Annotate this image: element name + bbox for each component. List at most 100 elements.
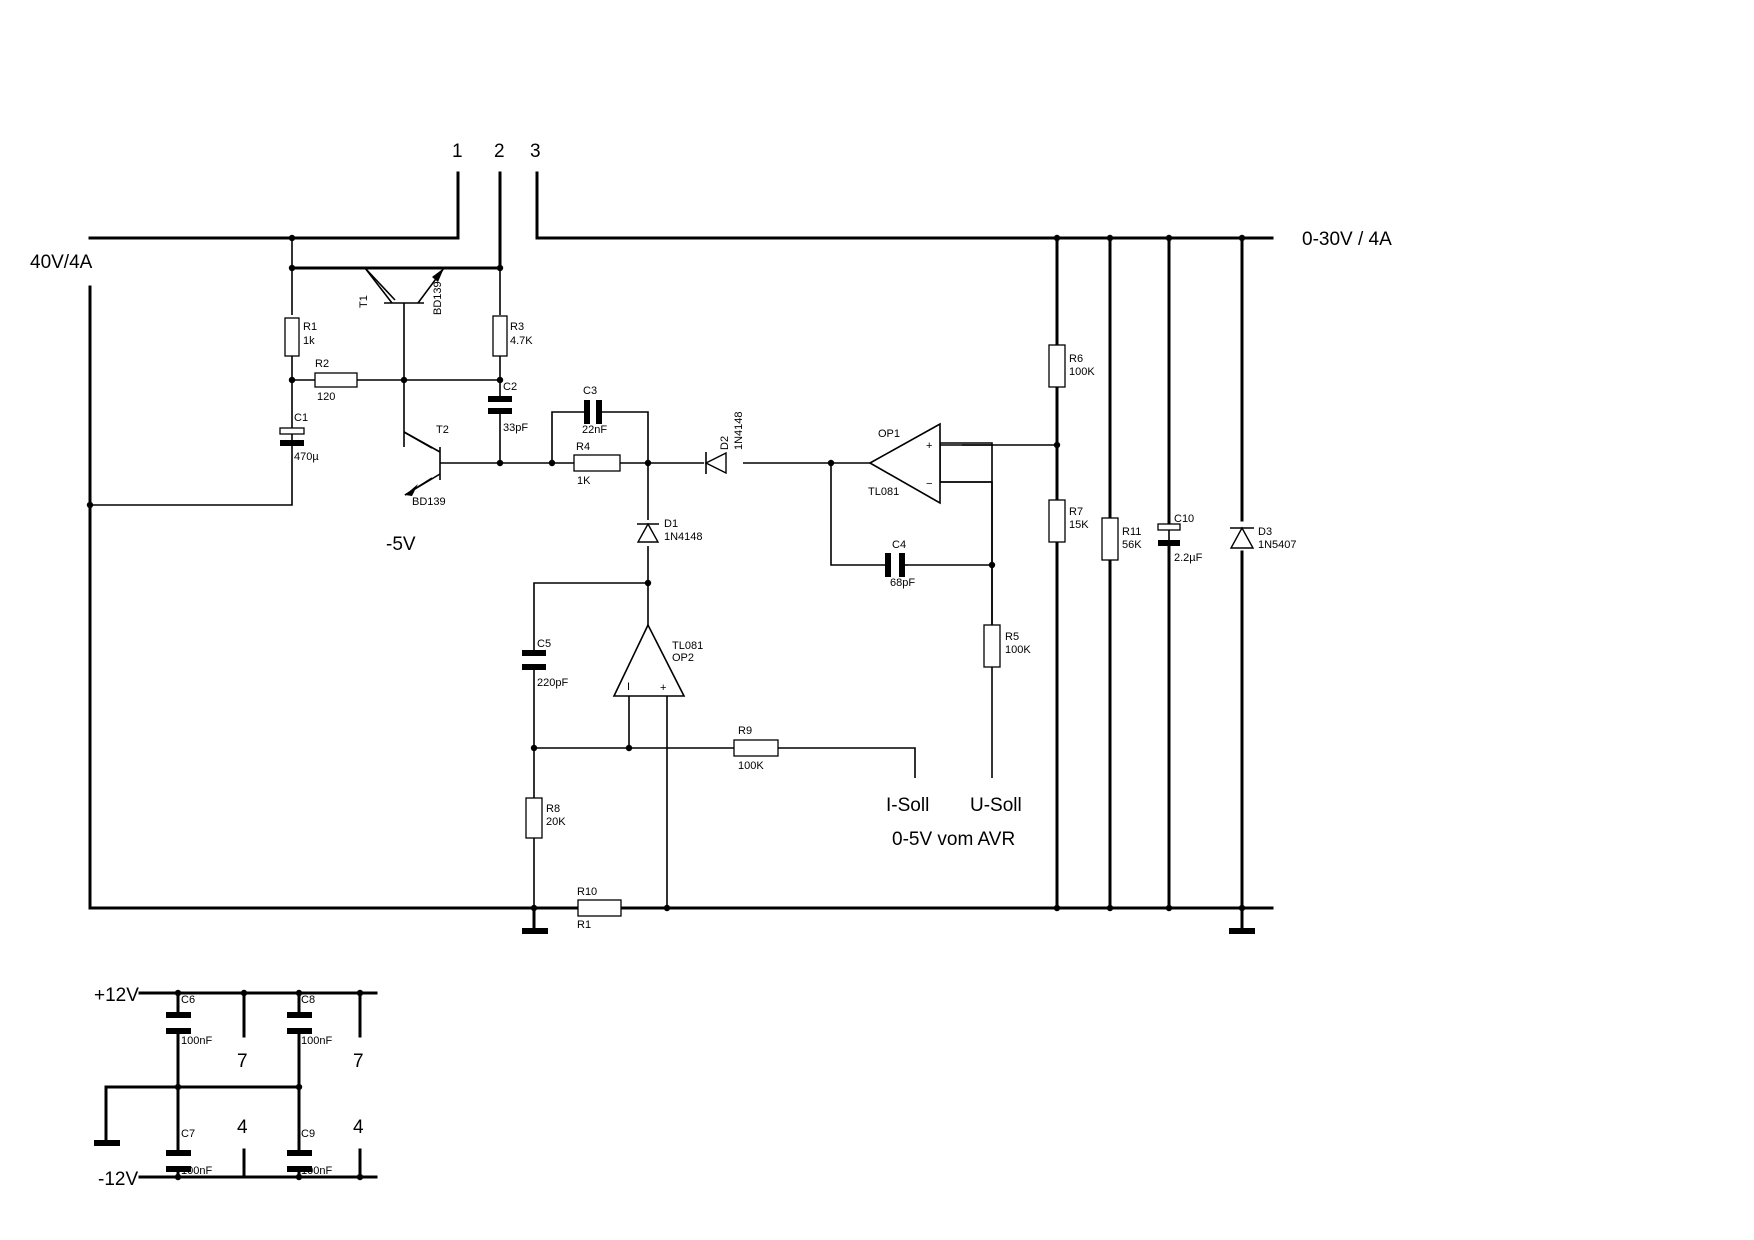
d3-ref: D3 [1258,526,1272,538]
c2-value: 33pF [503,422,528,434]
capacitor-c1 [279,427,305,455]
c8-ref: C8 [301,994,315,1006]
terminal-1-label: 1 [452,141,463,162]
diode-d1 [636,522,660,543]
c10-ref: C10 [1174,513,1194,525]
plus12v-label: +12V [94,985,139,1006]
op1-minus-pin: − [926,478,932,490]
r9-value: 100K [738,760,764,772]
r6-value: 100K [1069,366,1095,378]
resistor-r9 [733,739,779,757]
power-rails [88,171,1274,934]
r11-ref: R11 [1122,526,1141,538]
r10-ref: R10 [577,886,597,898]
transistor-t1 [364,267,500,304]
r7-ref: R7 [1069,506,1083,518]
c4-value: 68pF [890,577,915,589]
pin-7-b: 7 [353,1051,364,1072]
r2-ref: R2 [315,358,329,370]
c6-value: 100nF [181,1035,212,1047]
op2-ref: OP2 [672,652,694,664]
capacitor-c3 [584,400,602,424]
c7-value: 100nF [181,1165,212,1177]
c7-ref: C7 [181,1128,195,1140]
t2-ref: T2 [436,424,449,436]
r2-value: 120 [317,391,335,403]
op2-minus-pin: I [627,681,630,693]
r1-value: 1k [303,335,315,347]
r11-value: 56K [1122,539,1142,551]
capacitor-c4 [885,553,908,577]
opamp-op1 [868,422,941,505]
d3-value: 1N5407 [1258,539,1297,551]
resistor-r6 [1048,344,1066,388]
c9-ref: C9 [301,1128,315,1140]
resistor-r3 [492,315,508,357]
terminal-2-label: 2 [494,141,505,162]
isoll-label: I-Soll [886,795,929,816]
op1-ref: OP1 [878,428,900,440]
usoll-label: U-Soll [970,795,1022,816]
pin-4-b: 4 [353,1117,364,1138]
r8-value: 20K [546,816,566,828]
c5-ref: C5 [537,638,551,650]
c2-ref: C2 [503,381,517,393]
op2-value: TL081 [672,640,703,652]
resistor-r7 [1048,499,1066,543]
input-label: 40V/4A [30,252,93,273]
op1-plus-pin: + [926,440,932,452]
output-label: 0-30V / 4A [1302,229,1392,250]
resistor-r4 [573,454,621,472]
t2-value: BD139 [412,496,446,508]
d2-ref: D2 [719,436,731,450]
capacitor-c2 [488,396,512,414]
resistor-r1 [284,317,300,357]
t1-value: BD139 [432,281,444,315]
c1-ref: C1 [294,412,308,424]
r4-ref: R4 [576,441,590,453]
op2-plus-pin: + [660,682,666,694]
capacitor-c5 [522,650,546,688]
r3-value: 4.7K [510,335,533,347]
r1-ref: R1 [303,321,317,333]
d1-ref: D1 [664,518,678,530]
c5-value: 220pF [537,677,568,689]
c8-value: 100nF [301,1035,332,1047]
minus12v-label: -12V [98,1169,138,1190]
avr-label: 0-5V vom AVR [892,829,1015,850]
neg5v-label: -5V [386,534,416,555]
r4-value: 1K [577,475,591,487]
r10-value: R1 [577,919,591,931]
resistor-r2 [314,372,358,388]
c9-value: 100nF [301,1165,332,1177]
c10-value: 2.2µF [1174,552,1203,564]
terminal-3-label: 3 [530,141,541,162]
supply-decoupling [94,989,378,1181]
c1-value: 470µ [294,451,319,463]
pin-4-a: 4 [237,1117,248,1138]
r5-value: 100K [1005,644,1031,656]
r3-ref: R3 [510,321,524,333]
d2-value: 1N4148 [733,411,745,450]
capacitor-c10 [1157,523,1181,546]
r5-ref: R5 [1005,631,1019,643]
diode-d3 [1229,526,1255,549]
t1-ref: T1 [358,295,370,308]
resistor-r8 [525,797,543,839]
diode-d2 [704,451,727,475]
r8-ref: R8 [546,803,560,815]
resistor-r10 [577,899,622,917]
transistor-t2 [403,431,441,496]
r9-ref: R9 [738,725,752,737]
resistor-r11 [1101,517,1119,561]
c3-value: 22nF [582,424,607,436]
op1-value: TL081 [868,486,899,498]
resistor-r5 [983,624,1001,668]
junction-dots [86,234,1246,912]
pin-7-a: 7 [237,1051,248,1072]
r6-ref: R6 [1069,353,1083,365]
c4-ref: C4 [892,539,906,551]
c6-ref: C6 [181,994,195,1006]
r7-value: 15K [1069,519,1089,531]
